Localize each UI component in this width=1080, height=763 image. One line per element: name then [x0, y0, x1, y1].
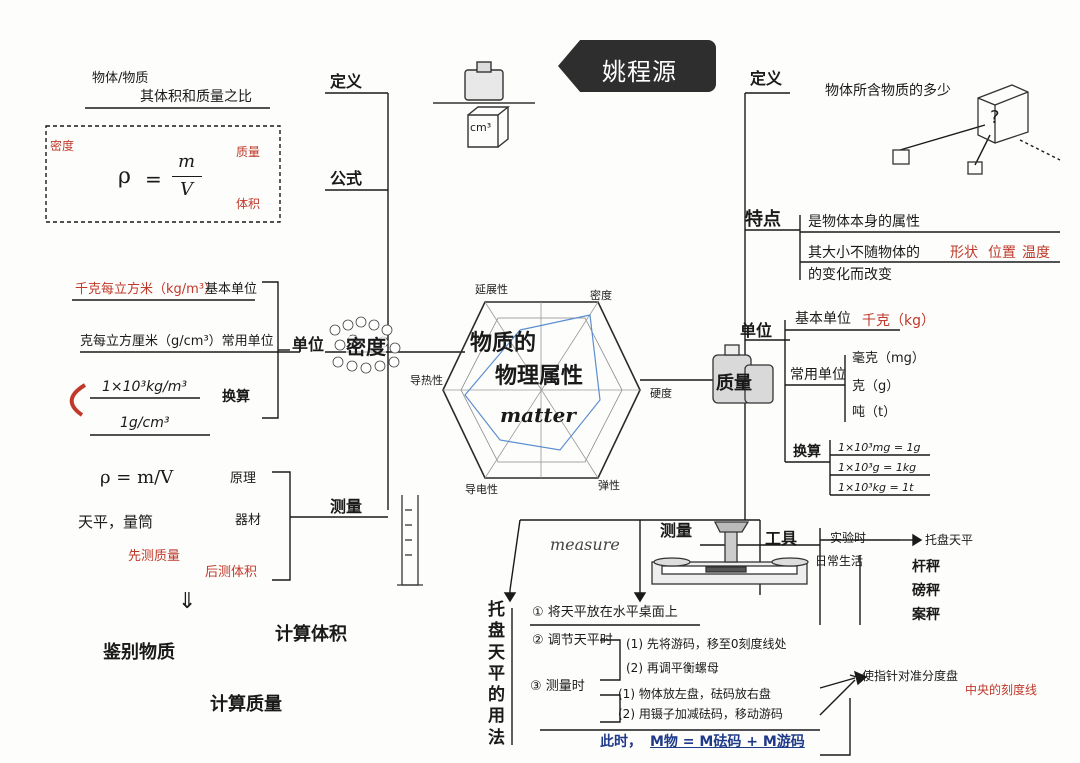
result-formula: M物 = M砝码 + M游码	[650, 734, 805, 750]
mass-conv1: 1×10³mg = 1g	[838, 441, 921, 454]
method-step2-b: (2) 再调平衡螺母	[626, 661, 719, 675]
method-step3-label: ③ 测量时	[530, 679, 585, 694]
mass-unit-label: 单位	[740, 321, 773, 340]
mass-tool-label: 工具	[765, 529, 798, 548]
author-name: 姚程源	[602, 58, 677, 86]
density-def-label: 定义	[330, 72, 363, 91]
hex-label-conductivity-elec: 导电性	[465, 483, 498, 496]
mass-unit-t: 吨（t）	[852, 405, 897, 420]
method-step3-a: (1) 物体放左盘，砝码放右盘	[618, 687, 771, 701]
mass-conv-label: 换算	[793, 444, 821, 460]
mass-daily-tool-3: 案秤	[912, 607, 940, 623]
balance-target-red: 中央的刻度线	[965, 683, 1038, 697]
hex-label-hardness: 硬度	[650, 387, 672, 400]
weight-icon	[433, 61, 535, 148]
density-unit-label: 单位	[292, 335, 325, 354]
formula-fraction-bar	[172, 176, 202, 177]
center-line1: 物质的	[470, 331, 537, 356]
mass-unit-mg: 毫克（mg）	[852, 351, 925, 366]
density-note3: 计算质量	[210, 694, 282, 715]
density-si-tag: 基本单位	[205, 282, 258, 297]
hex-label-density: 密度	[590, 289, 612, 302]
mass-feature-shape: 形状	[950, 245, 978, 261]
hex-label-conductivity-heat: 导热性	[410, 374, 443, 387]
mass-weights-icon	[712, 344, 774, 404]
formula-denominator: V	[180, 179, 193, 200]
author-tag: 姚程源	[558, 40, 716, 92]
mass-conv3: 1×10³kg = 1t	[838, 481, 914, 494]
mass-daily-label: 日常生活	[815, 554, 864, 568]
graduated-cylinder-icon	[397, 495, 423, 586]
density-common-unit: 克每立方厘米（g/cm³）常用单位	[80, 334, 274, 349]
cube-question-mark: ?	[990, 107, 1000, 128]
density-measure-formula: ρ = m/V	[100, 467, 174, 488]
mass-feature-label: 特点	[745, 209, 781, 230]
method-step1: ① 将天平放在水平桌面上	[532, 605, 678, 620]
balance-scale-icon	[651, 521, 809, 585]
mass-lab-tool: 托盘天平	[925, 533, 974, 547]
conversion-arrow-icon	[69, 383, 87, 417]
mass-unit-g: 克（g）	[852, 379, 900, 394]
mass-daily-tool-2: 磅秤	[912, 583, 940, 599]
method-title: 托盘天平的用法	[488, 600, 505, 748]
down-arrow-icon: ⇓	[178, 589, 197, 614]
density-def-line2: 其体积和质量之比	[140, 89, 252, 105]
mass-unit-common: 常用单位	[790, 367, 846, 383]
mass-lab-label: 实验时	[830, 531, 867, 545]
formula-volume-label: 体积	[236, 197, 261, 211]
mass-unit-base: 基本单位	[795, 311, 851, 327]
mass-measure-label: 测量	[660, 521, 693, 540]
density-formula-label: 公式	[330, 169, 363, 188]
formula-rho: ρ	[118, 164, 131, 189]
mass-feature-state: 温度	[1022, 245, 1050, 261]
mass-def-label: 定义	[750, 69, 783, 88]
density-step2: 后测体积	[205, 565, 258, 580]
cm3-label: cm³	[470, 121, 492, 134]
density-step1: 先测质量	[128, 549, 181, 564]
center-line3: matter	[500, 403, 576, 427]
density-si-unit: 千克每立方米（kg/m³）	[75, 282, 218, 297]
formula-rho-label: 密度	[50, 139, 75, 153]
hex-label-elasticity: 弹性	[598, 479, 620, 492]
density-tools-tag: 器材	[235, 513, 262, 528]
mass-feature-line2a: 其大小不随物体的	[808, 245, 920, 261]
formula-mass-label: 质量	[236, 145, 261, 159]
density-conv1: 1×10³kg/m³	[102, 379, 188, 395]
center-line2: 物理属性	[495, 364, 584, 389]
formula-equals: =	[145, 167, 162, 191]
density-tools: 天平，量筒	[78, 513, 154, 531]
result-prefix: 此时，	[600, 734, 642, 750]
density-principle: 原理	[230, 471, 257, 486]
mass-feature-position: 位置	[988, 245, 1016, 261]
mass-feature-line3: 的变化而改变	[808, 267, 892, 283]
mass-conv2: 1×10³g = 1kg	[838, 461, 917, 474]
density-measure-label: 测量	[330, 497, 363, 516]
mass-label: 质量	[716, 373, 752, 394]
density-conv-tag: 换算	[222, 389, 250, 405]
density-label: 密度	[346, 335, 386, 359]
measure-word: measure	[550, 535, 620, 554]
density-conv2: 1g/cm³	[120, 415, 170, 431]
method-step3-b: (2) 用镊子加减砝码，移动游码	[618, 707, 783, 721]
density-note1: 鉴别物质	[103, 642, 175, 663]
mass-feature-line1: 是物体本身的属性	[808, 214, 920, 230]
method-step2-a: (1) 先将游码，移至0刻度线处	[626, 637, 787, 651]
mystery-cube-icon	[892, 84, 1029, 175]
balance-target: 使指针对准分度盘	[862, 669, 959, 683]
density-note2: 计算体积	[275, 624, 347, 645]
density-def-line1: 物体/物质	[92, 71, 149, 86]
formula-numerator: m	[178, 151, 196, 172]
mass-def-text: 物体所含物质的多少	[825, 83, 951, 99]
mass-unit-base-value: 千克（kg）	[862, 313, 935, 329]
hex-label-ductility: 延展性	[475, 283, 508, 296]
mass-daily-tool-1: 杆秤	[912, 559, 940, 575]
method-step2-label: ② 调节天平时	[532, 633, 613, 648]
